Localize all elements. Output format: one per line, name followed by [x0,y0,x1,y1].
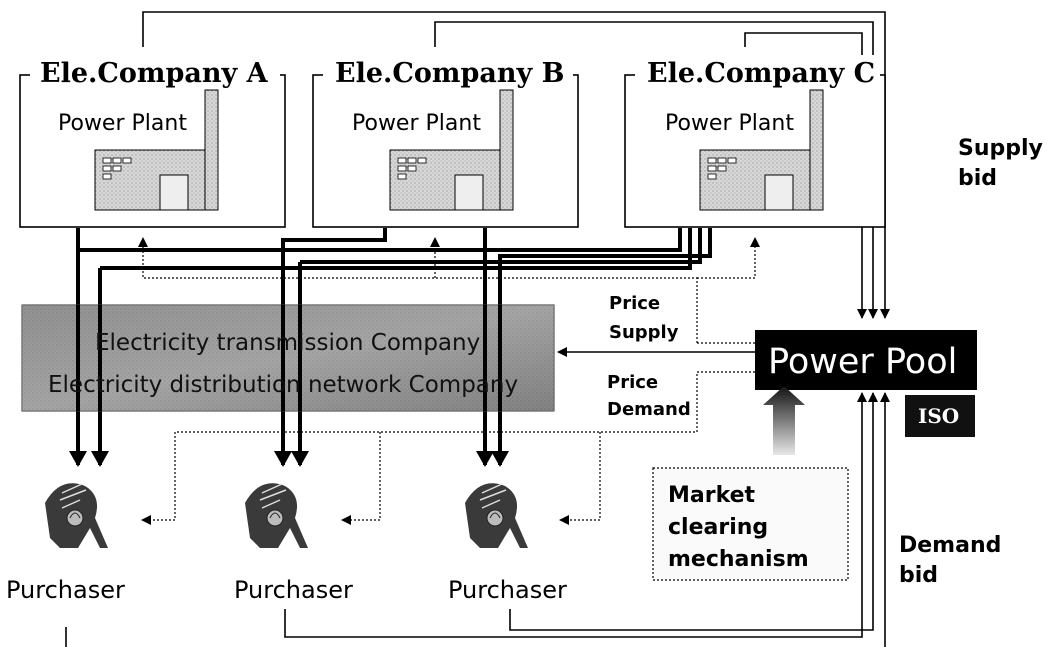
price-label-bottom: Price [607,372,658,393]
distribution-company-label: Electricity distribution network Company [48,372,518,398]
market-label-line1: Market [668,483,756,508]
power-pool-label: Power Pool [768,342,957,382]
price-label-top: Price [609,293,660,314]
purchaser-figure-icon [465,483,528,548]
company-b-plant-label: Power Plant [352,111,481,136]
demand-label: Demand [607,399,691,420]
market-label-line3: mechanism [668,547,809,572]
supply-bid-label-line1: Supply [958,136,1043,161]
market-label-line2: clearing [668,515,768,540]
purchaser-label-3: Purchaser [448,576,567,604]
demand-bid-label-line1: Demand [899,533,1001,558]
supply-label: Supply [609,322,679,343]
purchaser-figure-icon [245,483,308,548]
demand-bid-label-line2: bid [899,563,938,588]
company-a-name: Ele.Company A [40,58,269,89]
company-c-name: Ele.Company C [647,58,875,89]
purchaser-figure-icon [45,483,108,548]
transmission-company-label: Electricity transmission Company [95,330,480,356]
company-b-name: Ele.Company B [335,58,564,89]
purchaser-label-2: Purchaser [234,576,353,604]
iso-badge: ISO [905,395,975,437]
market-clearing-box: Market clearing mechanism [653,468,848,580]
supply-bid-label-line2: bid [958,166,997,191]
purchaser-label-1: Purchaser [6,576,125,604]
power-pool-box: Power Pool [755,330,977,390]
company-a-plant-label: Power Plant [58,111,187,136]
company-c-plant-label: Power Plant [665,111,794,136]
iso-label: ISO [918,404,959,428]
